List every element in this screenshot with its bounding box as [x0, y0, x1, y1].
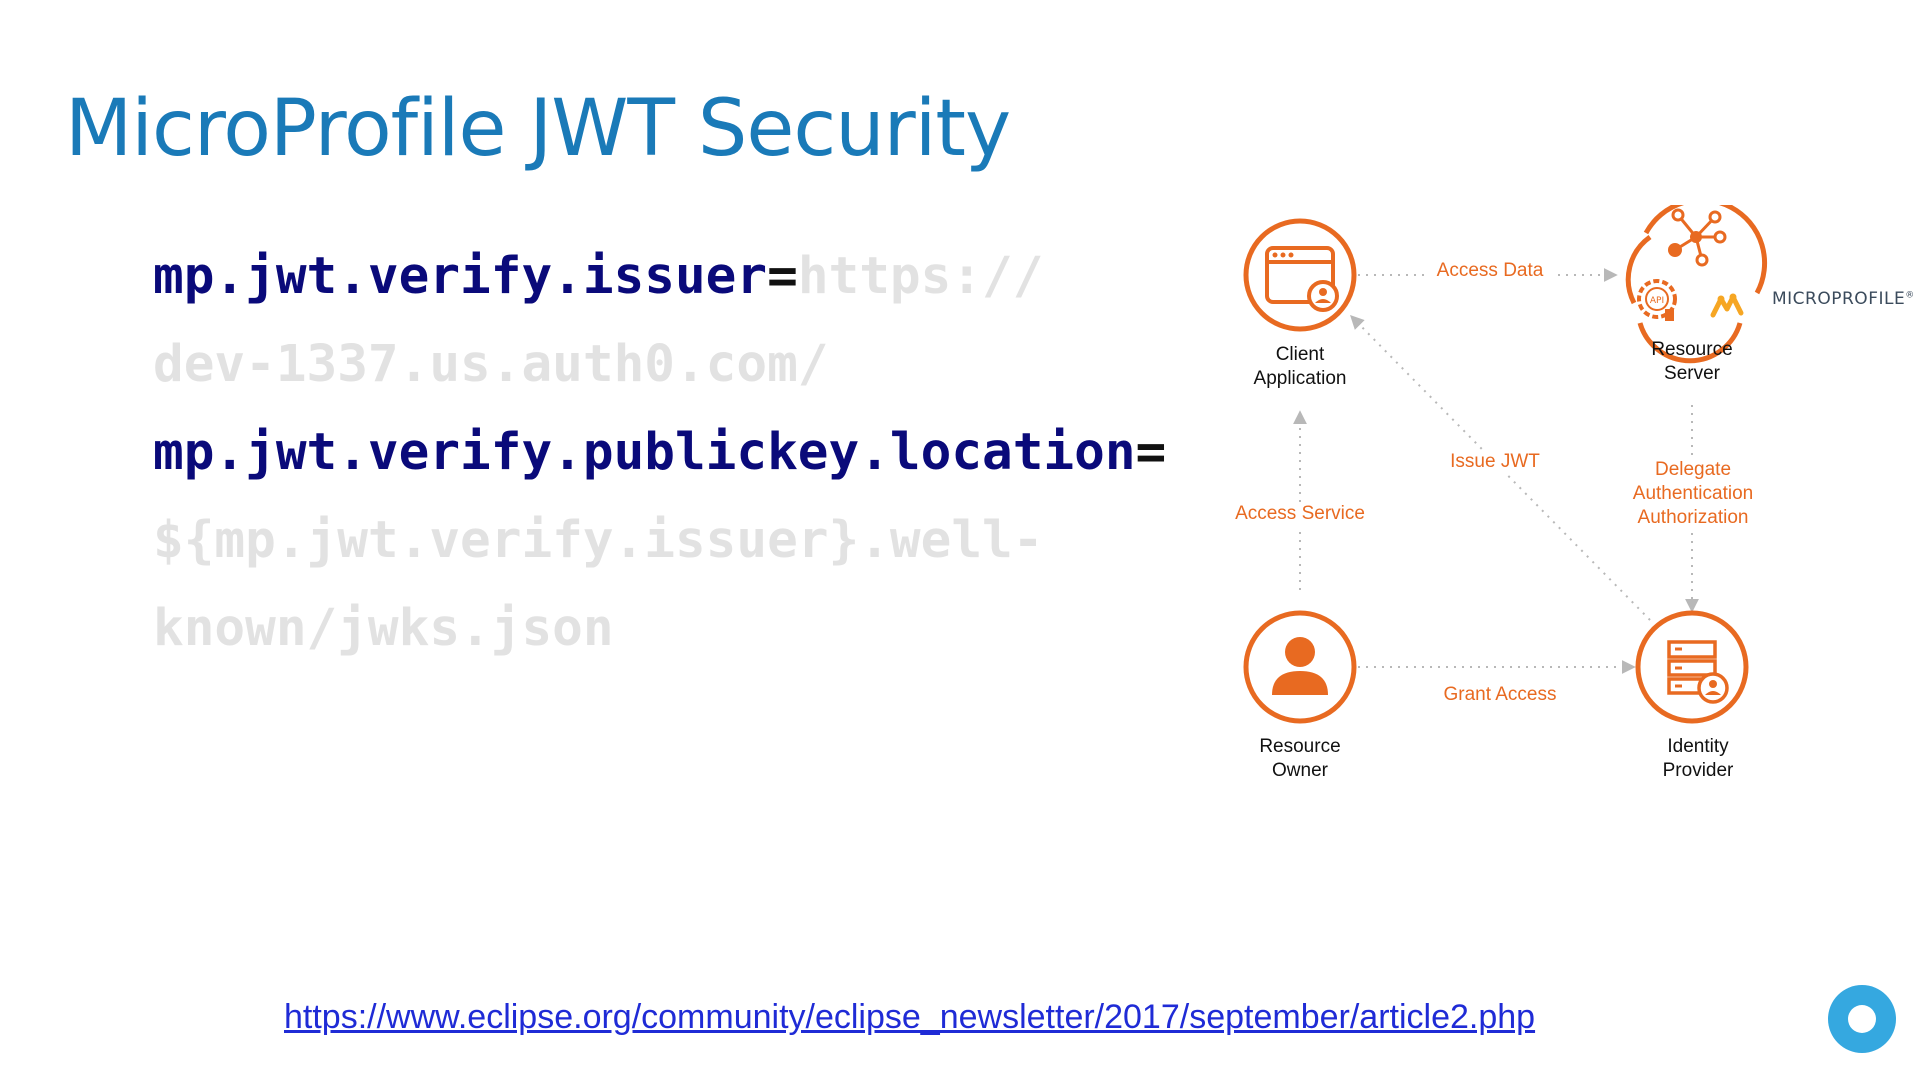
microprofile-trademark: ®	[1905, 290, 1915, 301]
delegate-label-line2: Authentication	[1632, 483, 1754, 504]
code-line: mp.jwt.verify.publickey.location=	[153, 409, 1183, 497]
idp-label-line1: Identity	[1667, 736, 1729, 757]
diagram-graphics: API	[1243, 205, 1768, 724]
resource-owner-label: Resource Owner	[1240, 735, 1360, 783]
client-application-label: Client Application	[1240, 343, 1360, 391]
resource-server-label: Resource Server	[1632, 338, 1752, 386]
code-line: mp.jwt.verify.issuer=https://	[153, 233, 1183, 321]
publickey-location-equals: =	[1135, 423, 1167, 482]
issuer-config-block: mp.jwt.verify.issuer=https:// dev-1337.u…	[153, 233, 1183, 673]
microprofile-wordmark: MICROPROFILE	[1772, 289, 1906, 309]
publickey-location-value-part2: known/jwks.json	[153, 599, 614, 658]
access-data-label: Access Data	[1425, 259, 1555, 283]
issue-jwt-label: Issue JWT	[1435, 450, 1555, 474]
publickey-location-key: mp.jwt.verify.publickey.location	[153, 423, 1136, 482]
access-service-label: Access Service	[1225, 502, 1375, 526]
browser-window-icon	[1243, 218, 1357, 332]
client-label-line1: Client	[1275, 344, 1325, 365]
oauth-flow-diagram: API Client	[1210, 205, 1914, 805]
issuer-key: mp.jwt.verify.issuer	[153, 247, 768, 306]
owner-label-line1: Resource	[1259, 736, 1341, 757]
resource-server-icon: API	[1625, 205, 1768, 364]
publickey-location-value-part1: ${mp.jwt.verify.issuer}.well-	[153, 511, 1044, 570]
eclipse-article-link[interactable]: https://www.eclipse.org/community/eclips…	[284, 998, 1536, 1036]
server-label-line1: Resource	[1651, 339, 1733, 360]
microprofile-logo-text: MICROPROFILE®	[1772, 289, 1915, 309]
identity-provider-label: Identity Provider	[1638, 735, 1758, 783]
issuer-value-part1: https://	[797, 247, 1044, 306]
api-badge-text: API	[1650, 296, 1664, 306]
person-icon	[1243, 610, 1357, 724]
grant-access-label: Grant Access	[1443, 684, 1557, 705]
client-label-line2: Application	[1253, 368, 1347, 389]
delegate-label-line1: Delegate	[1654, 459, 1732, 480]
server-stack-icon	[1635, 610, 1749, 724]
issuer-value-part2: dev-1337.us.auth0.com/	[153, 335, 829, 394]
server-label-line2: Server	[1664, 363, 1720, 384]
issuer-equals: =	[767, 247, 798, 306]
idp-label-line2: Provider	[1662, 760, 1734, 781]
delegate-auth-label: Delegate Authentication Authorization	[1618, 458, 1768, 530]
microprofile-logo-icon	[1710, 293, 1744, 318]
circle-badge-icon	[1828, 985, 1896, 1053]
code-line: dev-1337.us.auth0.com/	[153, 321, 1183, 409]
code-line: ${mp.jwt.verify.issuer}.well-	[153, 497, 1183, 585]
owner-label-line2: Owner	[1272, 760, 1328, 781]
slide-title: MicroProfile JWT Security	[65, 84, 1011, 174]
api-gear-icon: API	[1637, 279, 1677, 321]
delegate-label-line3: Authorization	[1637, 507, 1749, 528]
code-line: known/jwks.json	[153, 585, 1183, 673]
network-hub-icon	[1668, 208, 1727, 267]
